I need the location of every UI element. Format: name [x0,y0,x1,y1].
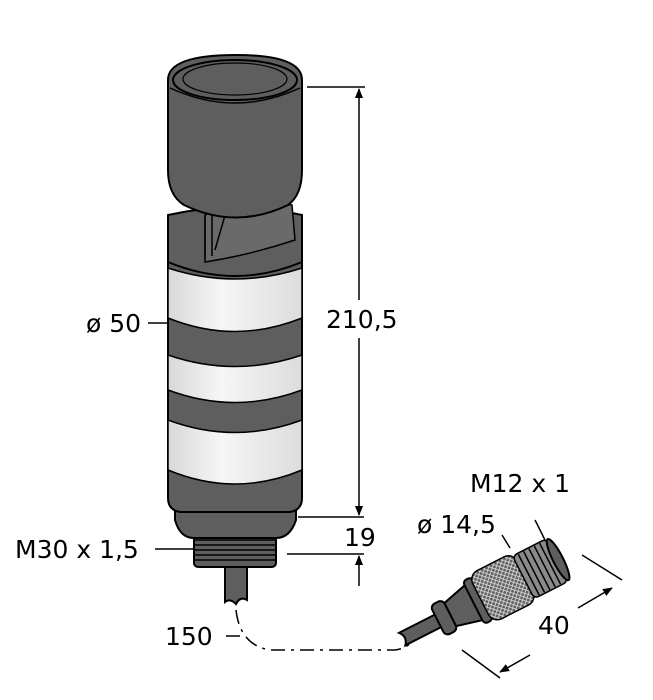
label-thread-body: M30 x 1,5 [15,535,139,564]
label-height-total: 210,5 [326,305,398,334]
mounting-thread [193,534,277,568]
label-cable-length: 150 [165,622,213,651]
label-connector-length: 40 [538,611,570,640]
lens-band-2 [167,353,303,404]
lens-band-3 [167,418,303,485]
label-connector-diameter: ø 14,5 [417,510,496,539]
cap-lens [172,59,298,101]
signal-tower [167,53,303,606]
cable-stub [224,564,248,606]
m12-connector [396,538,571,648]
lens-band-1 [167,266,303,333]
label-diameter-body: ø 50 [86,309,141,338]
label-height-base: 19 [344,523,376,552]
label-connector-thread: M12 x 1 [470,469,570,498]
